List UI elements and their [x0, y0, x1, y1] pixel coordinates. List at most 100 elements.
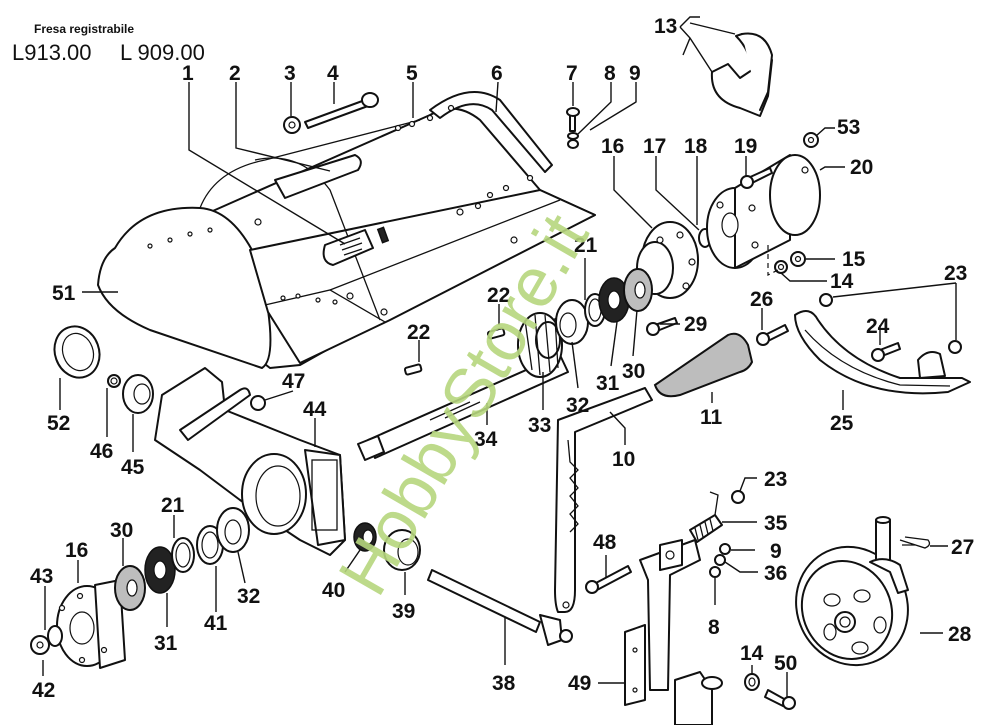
callout-39: 39	[392, 600, 415, 623]
callout-6: 6	[491, 62, 503, 85]
part-42-nut[interactable]	[30, 635, 50, 655]
part-53-nut[interactable]	[803, 132, 819, 148]
part-23-nut-b[interactable]	[948, 340, 962, 354]
callout-16b: 16	[65, 539, 88, 562]
callout-38: 38	[492, 672, 516, 695]
part-44-gearbox-housing[interactable]	[154, 367, 346, 556]
part-39-bearing[interactable]	[383, 529, 421, 571]
callout-22b: 22	[407, 321, 430, 344]
part-45-bearing[interactable]	[122, 374, 154, 414]
part-34-shaft[interactable]	[357, 354, 569, 461]
part-52-seal-ring[interactable]	[47, 320, 106, 384]
callout-53: 53	[837, 116, 860, 139]
callout-36: 36	[764, 562, 787, 585]
callout-33: 33	[528, 414, 551, 437]
part-30-felt-ring-left[interactable]	[114, 565, 146, 611]
callout-16: 16	[601, 135, 624, 158]
callout-4: 4	[327, 62, 339, 85]
part-19-bolt[interactable]	[740, 167, 773, 189]
callout-18: 18	[684, 135, 708, 158]
callout-19: 19	[734, 135, 757, 158]
leader-13	[679, 16, 736, 73]
part-27-r-clip[interactable]	[899, 536, 931, 549]
callout-22: 22	[487, 284, 510, 307]
callout-31: 31	[596, 372, 620, 395]
callout-21: 21	[574, 234, 598, 257]
callout-25: 25	[830, 412, 854, 435]
callout-52: 52	[47, 412, 70, 435]
callout-32b: 32	[237, 585, 260, 608]
part-15-nut[interactable]	[790, 251, 806, 267]
callout-1: 1	[182, 62, 194, 85]
callout-15: 15	[842, 248, 866, 271]
callout-28: 28	[948, 623, 972, 646]
part-22-key-b[interactable]	[403, 363, 423, 376]
callout-26: 26	[750, 288, 773, 311]
part-35-spring[interactable]	[689, 491, 723, 543]
part-10-depth-lever[interactable]	[554, 387, 653, 613]
callout-32: 32	[566, 394, 589, 417]
part-49-mounting-bracket[interactable]	[624, 539, 723, 725]
callout-35: 35	[764, 512, 788, 535]
callout-14: 14	[830, 270, 854, 293]
part-8-washer-b[interactable]	[709, 566, 721, 578]
rotor-hood[interactable]	[97, 91, 596, 369]
callout-7: 7	[566, 62, 578, 85]
part-32-bearing-left[interactable]	[216, 507, 250, 553]
part-25-tine-blade[interactable]	[794, 310, 971, 395]
callout-labels: 1 2 3 4 5 6 7 8 9 13 53 16 17 18 19 20 1…	[30, 15, 974, 702]
part-9-nut-b[interactable]	[719, 543, 731, 555]
leader-lines	[42, 81, 957, 697]
part-8-washer[interactable]	[567, 132, 579, 140]
part-11-handle-grip[interactable]	[653, 332, 754, 398]
part-30-felt-ring[interactable]	[623, 268, 653, 312]
callout-42: 42	[32, 679, 55, 702]
callout-17: 17	[643, 135, 666, 158]
part-43-washer[interactable]	[47, 625, 63, 647]
callout-23: 23	[944, 262, 967, 285]
callout-30: 30	[622, 360, 645, 383]
callout-21b: 21	[161, 494, 185, 517]
part-46-circlip[interactable]	[107, 374, 121, 388]
part-47-nut[interactable]	[250, 395, 266, 411]
part-48-bolt[interactable]	[585, 565, 632, 594]
part-29-bolt[interactable]	[646, 317, 678, 336]
part-26-bolt[interactable]	[756, 324, 789, 346]
part-36-washer[interactable]	[714, 554, 726, 566]
part-28-depth-wheel[interactable]	[777, 516, 927, 684]
callout-49: 49	[568, 672, 591, 695]
callout-47: 47	[282, 370, 305, 393]
part-3-nut[interactable]	[283, 116, 301, 134]
part-50-bolt[interactable]	[764, 689, 796, 710]
part-31-seal-left[interactable]	[144, 546, 176, 594]
callout-43: 43	[30, 565, 53, 588]
part-40-needle-bearing[interactable]	[353, 522, 377, 552]
part-23-nut-c[interactable]	[731, 490, 745, 504]
part-23-nut-a[interactable]	[819, 293, 833, 307]
callout-11: 11	[700, 406, 723, 429]
part-33-bevel-gear[interactable]	[517, 312, 563, 378]
callout-40: 40	[322, 579, 345, 602]
callout-24: 24	[866, 315, 890, 338]
callout-46: 46	[90, 440, 113, 463]
part-9-nut[interactable]	[567, 139, 579, 149]
part-14-washer-b[interactable]	[744, 673, 760, 691]
callout-45: 45	[121, 456, 145, 479]
part-7-bolt[interactable]	[566, 107, 580, 132]
part-4-long-bolt[interactable]	[304, 92, 379, 129]
callout-5: 5	[406, 62, 418, 85]
part-13-side-guard[interactable]	[710, 32, 773, 117]
hood-rivets	[147, 104, 534, 316]
part-38-pinion-shaft[interactable]	[427, 569, 573, 646]
callout-20: 20	[850, 156, 873, 179]
part-21-circlip-left[interactable]	[171, 537, 195, 573]
part-24-bolt[interactable]	[871, 342, 901, 362]
callout-8: 8	[604, 62, 616, 85]
callout-8b: 8	[708, 616, 720, 639]
callout-34: 34	[474, 428, 498, 451]
part-22-key-a[interactable]	[486, 327, 506, 340]
part-16-flange-left[interactable]	[56, 579, 126, 669]
callout-9: 9	[629, 62, 641, 85]
callout-41: 41	[204, 612, 228, 635]
